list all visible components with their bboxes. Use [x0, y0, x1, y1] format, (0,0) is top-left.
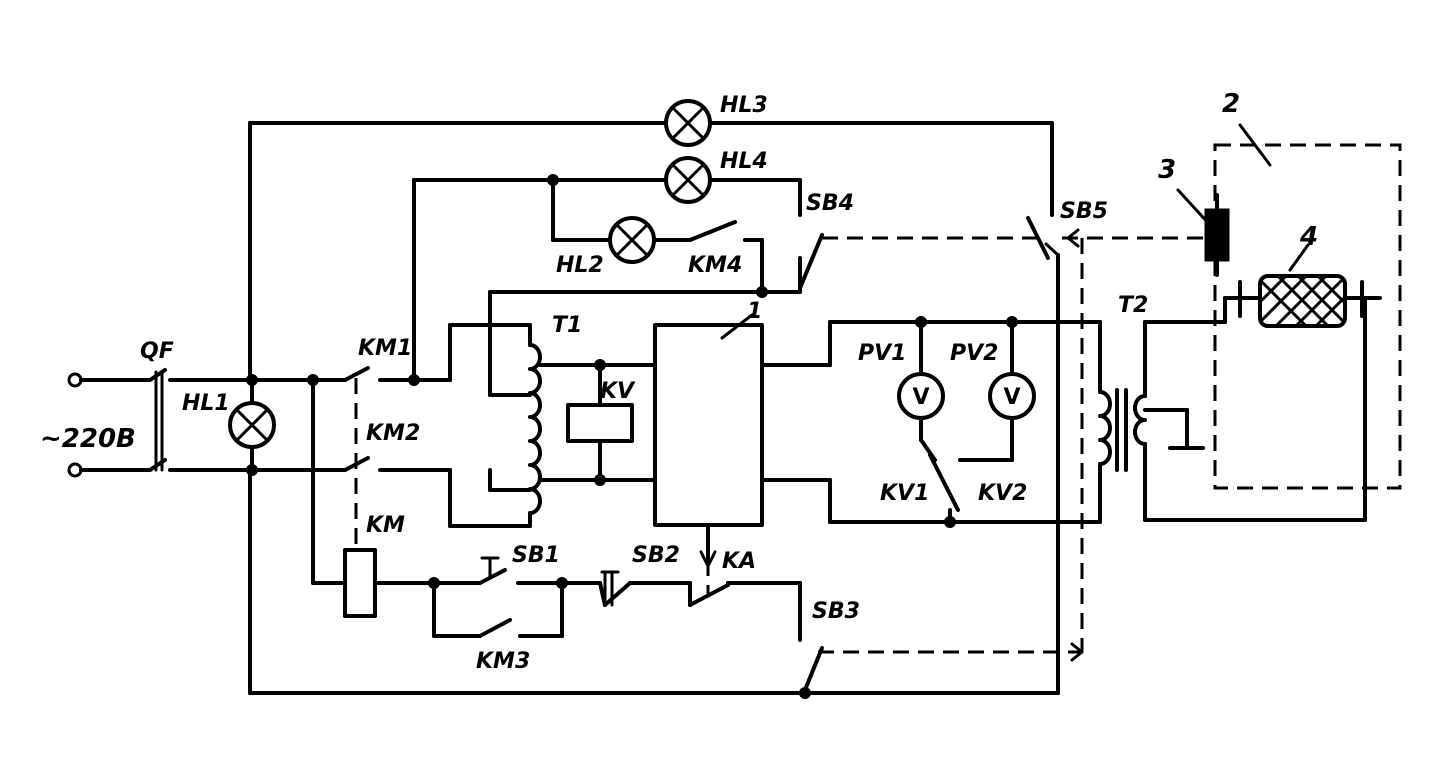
- sb2-label: SB2: [632, 543, 680, 568]
- kv1-label: KV1: [880, 481, 929, 506]
- heating-element-4: [1223, 243, 1382, 328]
- sensor-3: [1176, 188, 1230, 277]
- km1-label: KM1: [358, 336, 412, 361]
- hl1-lamp: [228, 378, 276, 472]
- hl2-lamp: [608, 216, 656, 264]
- kv-relay: [566, 363, 634, 482]
- hl2-label: HL2: [556, 253, 604, 278]
- kv-label: KV: [600, 379, 636, 404]
- main-lines: [248, 366, 452, 548]
- qf-circuit-breaker: [148, 368, 252, 472]
- supply-terminals: [67, 372, 152, 478]
- mechanical-links: [818, 228, 1206, 662]
- hl4-label: HL4: [720, 149, 768, 174]
- km-label: KM: [366, 513, 405, 538]
- pv2-label: PV2: [950, 341, 998, 366]
- ref3-label: 3: [1158, 155, 1176, 185]
- t1-autotransformer: [448, 290, 657, 528]
- block1-label: 1: [747, 299, 762, 324]
- km3-label: KM3: [476, 649, 530, 674]
- pv1-symbol: V: [912, 385, 929, 410]
- junction-dots: [246, 174, 1018, 699]
- kv2-label: KV2: [978, 481, 1027, 506]
- t2-label: T2: [1118, 293, 1148, 318]
- hl1-label: HL1: [182, 391, 230, 416]
- hl3-label: HL3: [720, 93, 768, 118]
- indicator-branch: [412, 178, 802, 382]
- outer-loop-wiring: [248, 121, 1060, 695]
- enclosure-2: [1213, 123, 1402, 490]
- hl4-lamp: [664, 156, 712, 204]
- supply-label: ~220B: [40, 424, 136, 454]
- pv1-label: PV1: [858, 341, 906, 366]
- ref4-label: 4: [1299, 222, 1318, 252]
- voltmeter-section: [828, 320, 1102, 524]
- hl3-lamp: [664, 99, 712, 147]
- pv2-symbol: V: [1003, 385, 1020, 410]
- sb4-label: SB4: [806, 191, 854, 216]
- sb3-label: SB3: [812, 599, 860, 624]
- sb1-label: SB1: [512, 543, 560, 568]
- sb4-switch: [798, 233, 824, 290]
- qf-label: QF: [140, 339, 174, 364]
- km2-label: KM2: [366, 421, 420, 446]
- t1-label: T1: [552, 313, 582, 338]
- labels: ~220B QF HL1 HL3 HL4 HL2 KM4 SB4 SB5 KM1…: [40, 89, 1318, 674]
- sb5-label: SB5: [1060, 199, 1108, 224]
- ref2-label: 2: [1222, 89, 1240, 119]
- km4-label: KM4: [688, 253, 742, 278]
- control-block-1: [653, 313, 832, 568]
- pv2-voltmeter: V: [988, 372, 1036, 420]
- t2-transformer: [1098, 296, 1367, 524]
- ka-label: KA: [722, 549, 756, 574]
- pv1-voltmeter: V: [897, 372, 945, 420]
- control-circuit: [311, 378, 824, 692]
